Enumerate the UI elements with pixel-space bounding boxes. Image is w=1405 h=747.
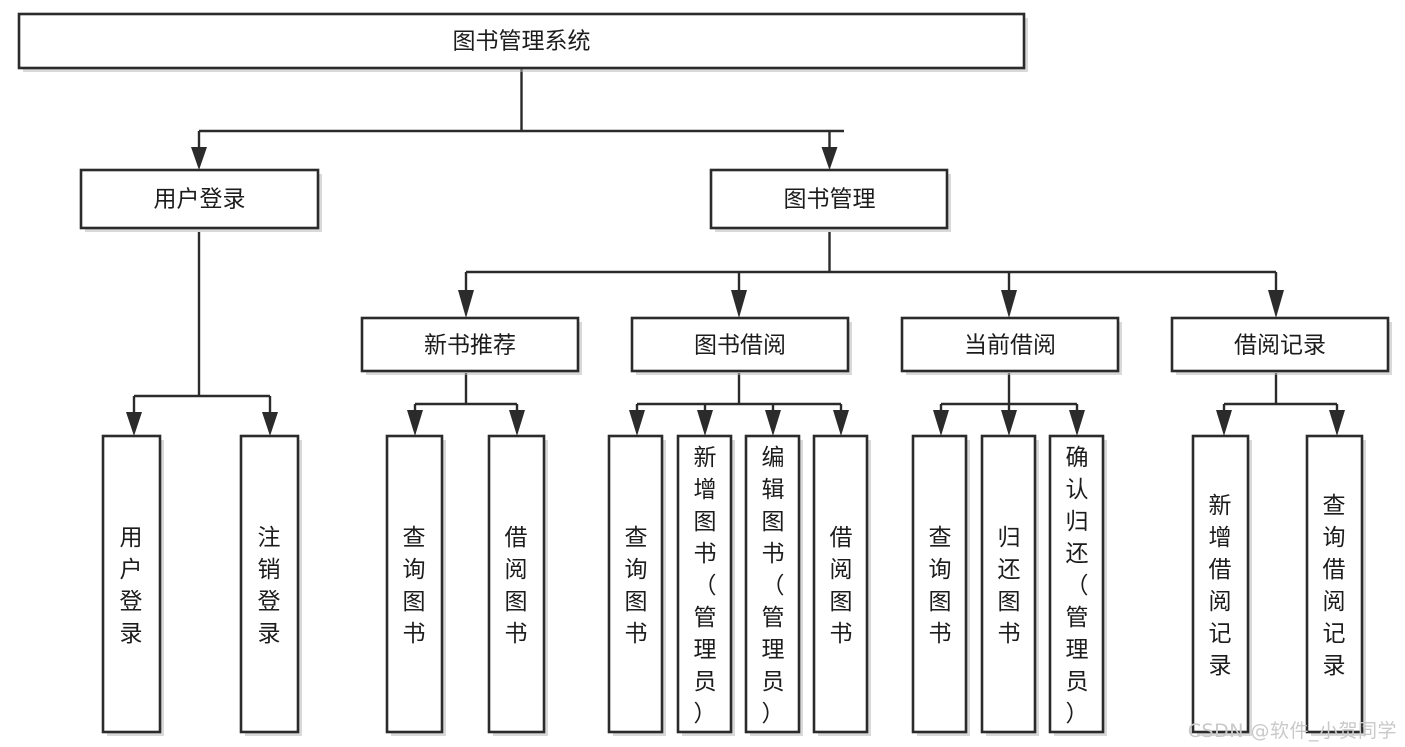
leaf-borrow-book-1-label: 借阅图书 (505, 525, 528, 647)
book-manage-label: 图书管理 (784, 187, 876, 213)
arrowhead-borrow-record (1268, 290, 1284, 318)
leaf-borrow-book-2-label: 借阅图书 (830, 525, 853, 647)
leaf-add-book[interactable]: 新增图书（管理员） (676, 434, 735, 736)
leaf-user-login-box[interactable] (101, 434, 162, 734)
node-borrow-record[interactable]: 借阅记录 (1170, 316, 1392, 375)
user-login-label: 用户登录 (154, 187, 246, 213)
arrowhead-user-login (191, 147, 207, 170)
leaf-query-book-1[interactable]: 查询图书 (385, 434, 446, 736)
book-manage-box[interactable] (709, 168, 949, 230)
new-book-recommend-label: 新书推荐 (424, 333, 516, 359)
leaf-user-login-label: 用户登录 (120, 525, 143, 647)
arrowhead-book-manage (821, 147, 838, 170)
arrowhead-leaf-query-record (1329, 410, 1345, 436)
leaf-borrow-book-1-box[interactable] (487, 434, 546, 734)
node-book-manage[interactable]: 图书管理 (709, 168, 951, 232)
node-book-borrow[interactable]: 图书借阅 (630, 316, 852, 375)
leaf-query-record-box[interactable] (1305, 434, 1364, 734)
leaf-query-book-3[interactable]: 查询图书 (911, 434, 970, 736)
leaf-logout[interactable]: 注销登录 (239, 434, 302, 736)
leaf-query-book-3-label: 查询图书 (929, 525, 952, 647)
root-box[interactable] (17, 12, 1026, 70)
leaf-add-record[interactable]: 新增借阅记录 (1191, 434, 1252, 736)
arrowhead-leaf-edit-book (765, 410, 781, 436)
arrowhead-leaf-query-book-1 (407, 410, 423, 436)
leaf-query-record[interactable]: 查询借阅记录 (1305, 434, 1366, 736)
arrowhead-new-book-recommend (458, 290, 474, 318)
leaf-query-book-2-box[interactable] (607, 434, 664, 734)
borrow-record-label: 借阅记录 (1234, 333, 1326, 359)
leaf-user-login[interactable]: 用户登录 (101, 434, 164, 736)
leaf-query-book-3-box[interactable] (911, 434, 968, 734)
leaf-return-book-label: 归还图书 (998, 525, 1021, 647)
arrowhead-leaf-add-record (1216, 410, 1232, 436)
node-user-login[interactable]: 用户登录 (79, 168, 322, 232)
leaf-confirm-return-label: 确认归还（管理员） (1066, 445, 1089, 727)
arrowhead-current-borrow (1001, 290, 1017, 318)
leaf-logout-box[interactable] (239, 434, 300, 734)
leaf-borrow-book-2-box[interactable] (812, 434, 869, 734)
book-borrow-box[interactable] (630, 316, 850, 373)
book-borrow-label: 图书借阅 (694, 333, 786, 359)
leaf-query-book-1-box[interactable] (385, 434, 444, 734)
node-new-book-recommend[interactable]: 新书推荐 (360, 316, 582, 375)
arrowhead-book-borrow (731, 290, 747, 318)
arrowhead-leaf-logout (262, 412, 278, 436)
leaf-query-book-2-label: 查询图书 (625, 525, 648, 647)
leaf-add-book-label: 新增图书（管理员） (694, 445, 717, 727)
leaf-query-book-1-label: 查询图书 (403, 525, 426, 647)
leaf-edit-book-box[interactable] (744, 434, 801, 734)
root-label: 图书管理系统 (453, 29, 591, 55)
leaf-edit-book[interactable]: 编辑图书（管理员） (744, 434, 803, 736)
new-book-recommend-box[interactable] (360, 316, 580, 373)
leaf-query-record-label: 查询借阅记录 (1323, 493, 1346, 679)
connectors-group (126, 68, 1345, 436)
leaf-return-book[interactable]: 归还图书 (980, 434, 1039, 736)
leaf-return-book-box[interactable] (980, 434, 1037, 734)
leaf-confirm-return-box[interactable] (1048, 434, 1105, 734)
leaf-confirm-return[interactable]: 确认归还（管理员） (1048, 434, 1107, 736)
leaf-add-record-label: 新增借阅记录 (1209, 493, 1232, 679)
arrowhead-leaf-add-book (697, 410, 713, 436)
leaf-edit-book-label: 编辑图书（管理员） (762, 445, 785, 727)
arrowhead-leaf-query-book-3 (933, 410, 949, 436)
arrowhead-leaf-borrow-book-1 (509, 410, 525, 436)
current-borrow-box[interactable] (900, 316, 1120, 373)
leaf-logout-label: 注销登录 (258, 525, 281, 647)
leaf-query-book-2[interactable]: 查询图书 (607, 434, 666, 736)
arrowhead-leaf-user-login (126, 412, 142, 436)
arrowhead-leaf-confirm-return (1069, 410, 1085, 436)
user-login-box[interactable] (79, 168, 320, 230)
node-current-borrow[interactable]: 当前借阅 (900, 316, 1122, 375)
arrowhead-leaf-query-book-2 (629, 410, 645, 436)
arrowhead-leaf-return-book (1001, 410, 1017, 436)
leaf-borrow-book-1[interactable]: 借阅图书 (487, 434, 548, 736)
leaf-add-record-box[interactable] (1191, 434, 1250, 734)
leaf-add-book-box[interactable] (676, 434, 733, 734)
current-borrow-label: 当前借阅 (964, 333, 1056, 359)
borrow-record-box[interactable] (1170, 316, 1390, 373)
leaf-borrow-book-2[interactable]: 借阅图书 (812, 434, 871, 736)
node-root[interactable]: 图书管理系统 (17, 12, 1028, 72)
arrowhead-leaf-borrow-book-2 (833, 410, 849, 436)
